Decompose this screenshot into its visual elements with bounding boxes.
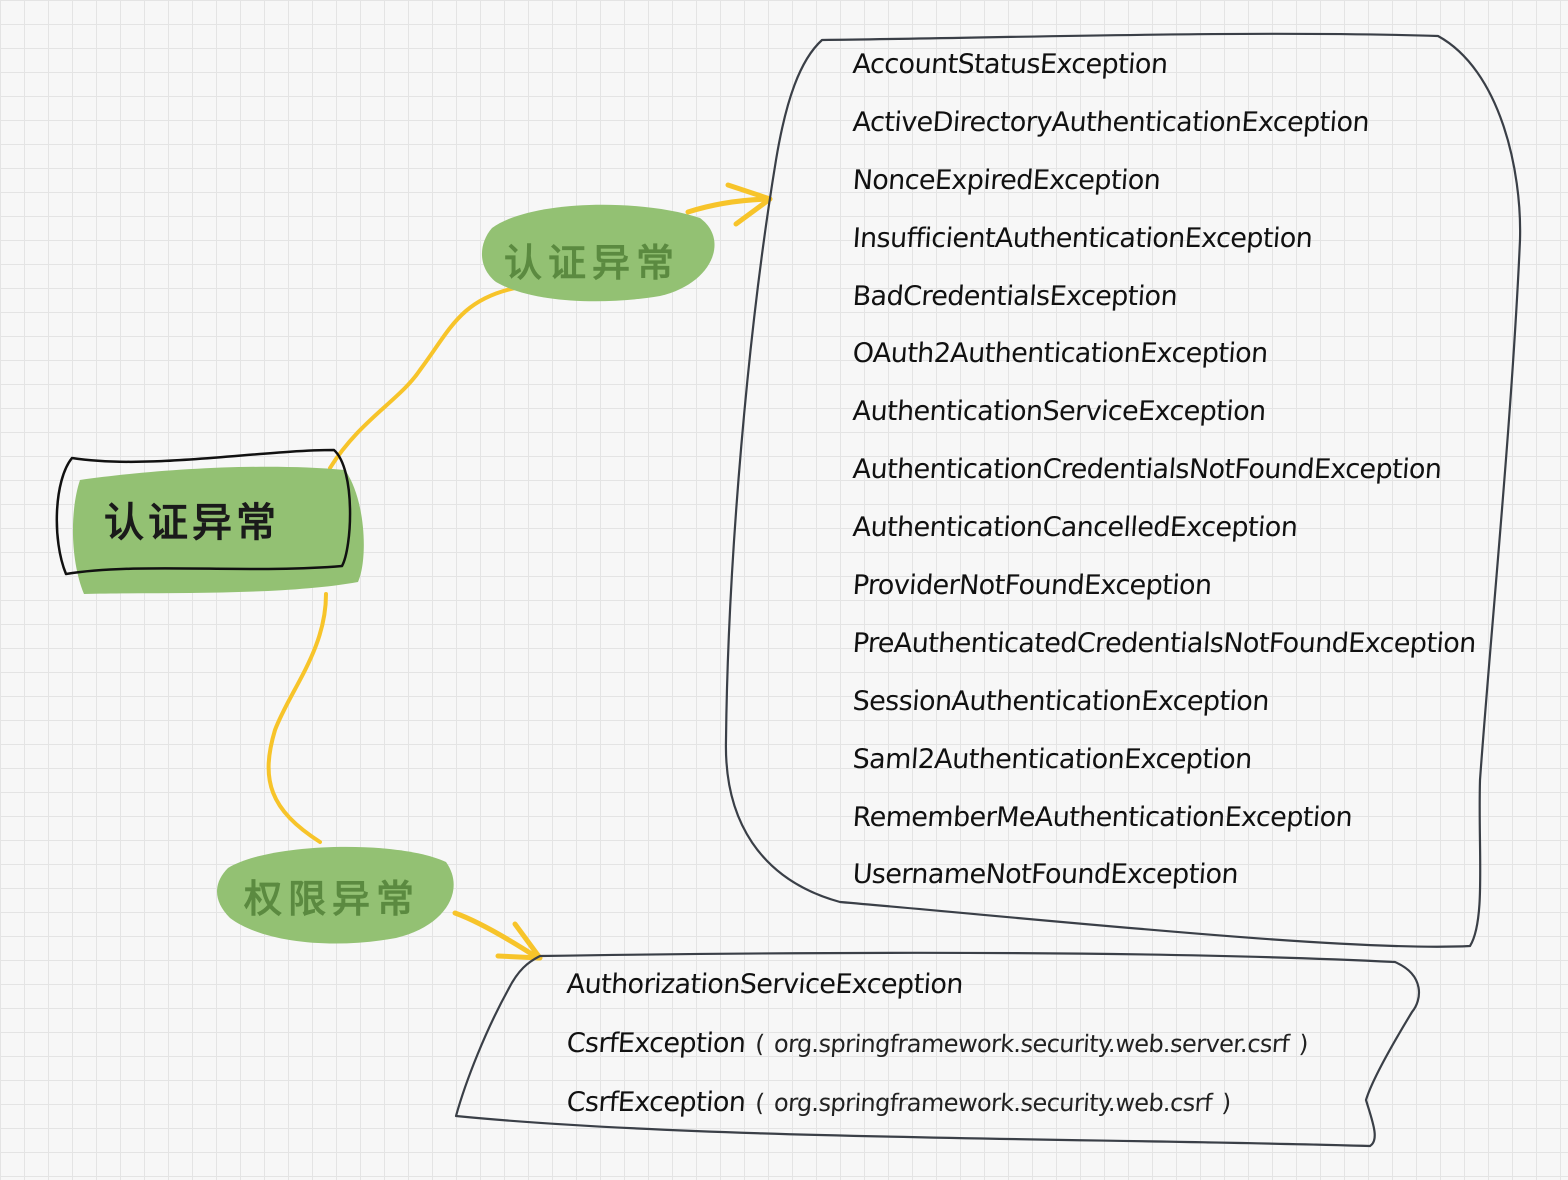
auth-exception-item: NonceExpiredException [851,164,1162,196]
auth-exception-item: UsernameNotFoundException [851,859,1240,891]
auth-exception-item: RememberMeAuthenticationException [851,801,1354,833]
auth-exception-item: InsufficientAuthenticationException [851,222,1314,254]
arrow-perm-head [495,921,543,961]
perm-exception-name: AuthorizationServiceException [565,969,964,1000]
auth-exception-item: AuthenticationServiceException [851,396,1267,428]
auth-exceptions-container [724,32,1522,948]
perm-exception-item: AuthorizationServiceException [564,966,1319,1025]
open-paren: ( [754,1030,766,1058]
auth-exception-list: AccountStatusException ActiveDirectoryAu… [851,46,1477,914]
root-node-outline [55,448,352,576]
open-paren: ( [754,1089,766,1117]
arrow-auth-head [725,182,773,227]
root-node-blob [72,466,364,594]
auth-exception-item: ActiveDirectoryAuthenticationException [851,106,1371,138]
perm-branch-blob [217,846,454,944]
auth-exception-item: AccountStatusException [851,49,1169,80]
auth-branch-blob [481,204,715,302]
perm-exception-list: AuthorizationServiceException CsrfExcept… [566,966,1317,1143]
auth-exception-item: SessionAuthenticationException [851,685,1270,717]
auth-exception-item: BadCredentialsException [851,280,1179,312]
auth-branch-label: 认证异常 [504,240,681,285]
perm-exception-name: CsrfException [565,1028,747,1059]
arrow-auth-to-list [685,196,771,215]
perm-exception-name: CsrfException [565,1087,747,1118]
connector-root-to-perm [266,592,328,844]
perm-exception-package: org.springframework.security.web.csrf [773,1089,1213,1117]
close-paren: ) [1298,1030,1309,1058]
auth-exception-item: Saml2AuthenticationException [851,743,1253,775]
perm-exception-item: CsrfException(org.springframework.securi… [564,1025,1319,1084]
auth-exception-item: AuthenticationCancelledException [851,512,1299,544]
auth-exception-item: ProviderNotFoundException [851,570,1213,602]
auth-exception-item: OAuth2AuthenticationException [851,338,1269,370]
root-node-label: 认证异常 [104,499,280,546]
close-paren: ) [1220,1089,1232,1117]
auth-exception-item: AuthenticationCredentialsNotFoundExcepti… [851,454,1443,486]
perm-branch-label: 权限异常 [244,876,421,921]
arrow-perm-to-list [452,910,541,961]
connector-root-to-auth [328,286,517,470]
perm-exception-package: org.springframework.security.web.server.… [773,1030,1290,1058]
perm-exceptions-container [454,951,1421,1148]
perm-exception-item: CsrfException(org.springframework.securi… [564,1084,1319,1143]
auth-exception-item: PreAuthenticatedCredentialsNotFoundExcep… [851,627,1477,659]
